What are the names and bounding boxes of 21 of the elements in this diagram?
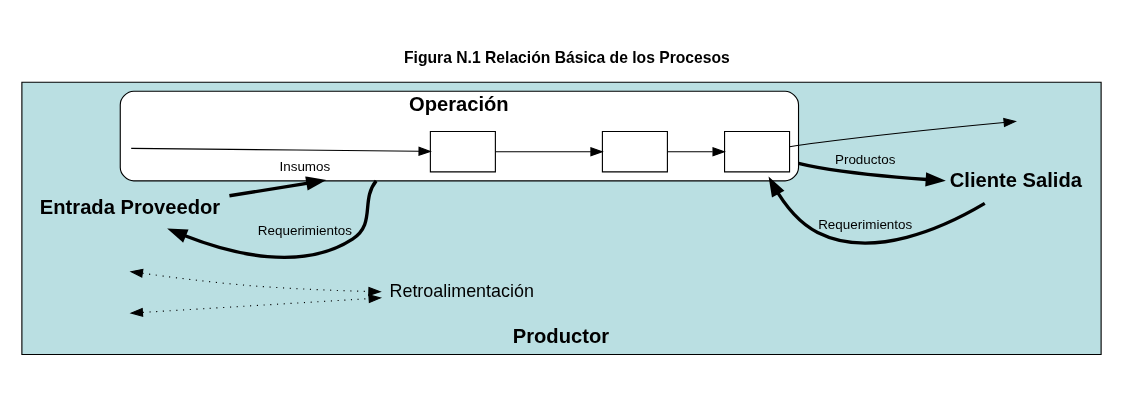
edge-label: Requerimientos — [257, 222, 352, 238]
arrow — [666, 146, 726, 156]
node-box — [429, 130, 496, 172]
arrow — [167, 179, 378, 259]
node-box — [724, 130, 791, 172]
arrow — [229, 175, 327, 197]
arrow — [130, 146, 432, 156]
edge-label: Insumos — [279, 158, 331, 174]
node-text: Cliente Salida — [949, 168, 1083, 191]
arrow — [129, 286, 382, 317]
diagram-title: Figura N.1 Relación Básica de los Procesos — [404, 48, 730, 66]
arrow — [129, 268, 382, 303]
edge-label: Requerimientos — [818, 216, 913, 232]
arrow — [768, 175, 986, 245]
node-text: Retroalimentación — [389, 280, 534, 301]
arrow — [495, 146, 604, 156]
node-box — [601, 130, 668, 172]
node-text: Entrada Proveedor — [39, 195, 221, 218]
arrow — [798, 161, 946, 186]
arrow — [789, 117, 1017, 147]
edge-label: Productos — [834, 151, 896, 167]
